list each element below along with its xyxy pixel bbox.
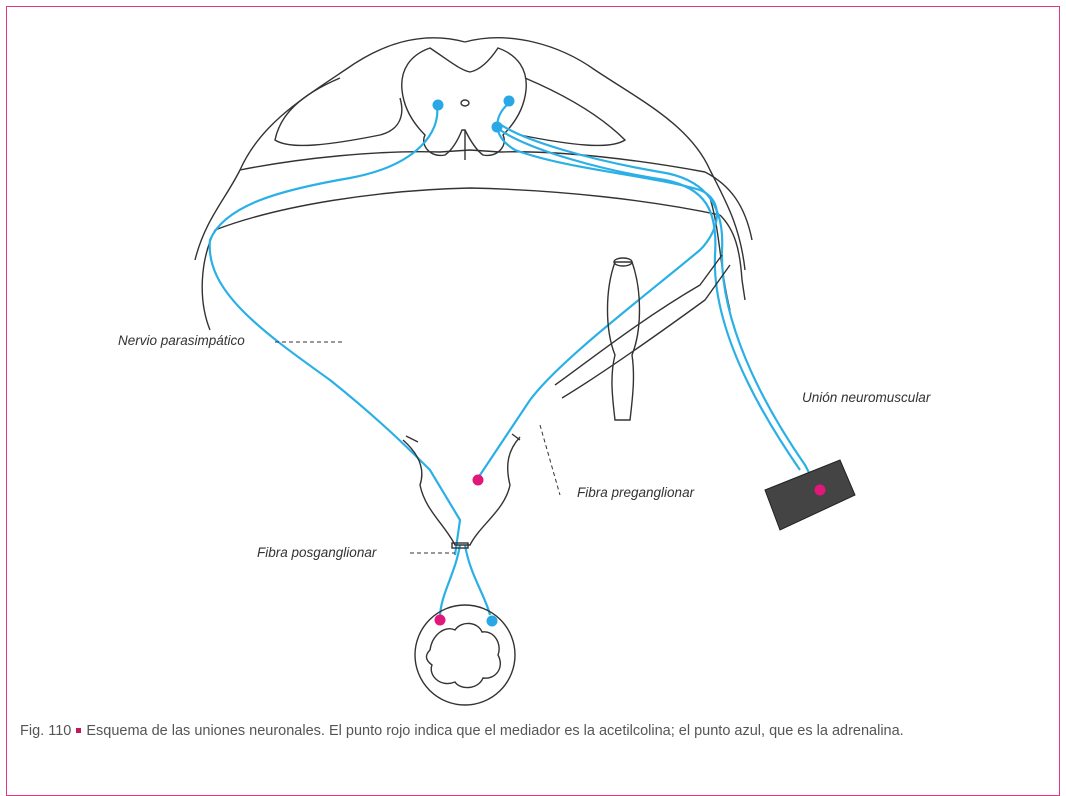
label-parasympathetic: Nervio parasimpático [118, 333, 245, 348]
butterfly-right-horn [520, 78, 625, 145]
muscle-tissue [765, 460, 855, 530]
central-canal [461, 100, 469, 106]
ganglion [403, 434, 520, 548]
motor-fibre [497, 122, 818, 490]
motor-fibre-b [500, 130, 800, 470]
blue-dot [487, 616, 498, 627]
label-neuromuscular: Unión neuromuscular [802, 390, 930, 405]
nerve-roots [202, 172, 752, 330]
butterfly-left-horn [275, 78, 402, 145]
red-dot [473, 475, 484, 486]
caption-bullet [76, 728, 81, 733]
blue-dot [492, 122, 503, 133]
parasympathetic-fibre [210, 107, 460, 555]
label-preganglionic: Fibra preganglionar [577, 485, 694, 500]
sympathetic-chain [555, 255, 730, 420]
blue-dot [433, 100, 444, 111]
leader-preganglionic [540, 425, 560, 495]
red-dot [435, 615, 446, 626]
leader-lines [275, 342, 560, 553]
figure-number: Fig. 110 [20, 723, 71, 739]
blue-dot [504, 96, 515, 107]
caption-text: Esquema de las uniones neuronales. El pu… [86, 723, 903, 739]
red-dot [815, 485, 826, 496]
nerve-fibres [210, 103, 818, 618]
spinal-cord [195, 38, 745, 270]
blue-dots [433, 96, 515, 627]
label-postganglionic: Fibra posganglionar [257, 545, 376, 560]
figure-caption: Fig. 110 Esquema de las uniones neuronale… [20, 721, 1045, 741]
target-organ [415, 605, 515, 705]
